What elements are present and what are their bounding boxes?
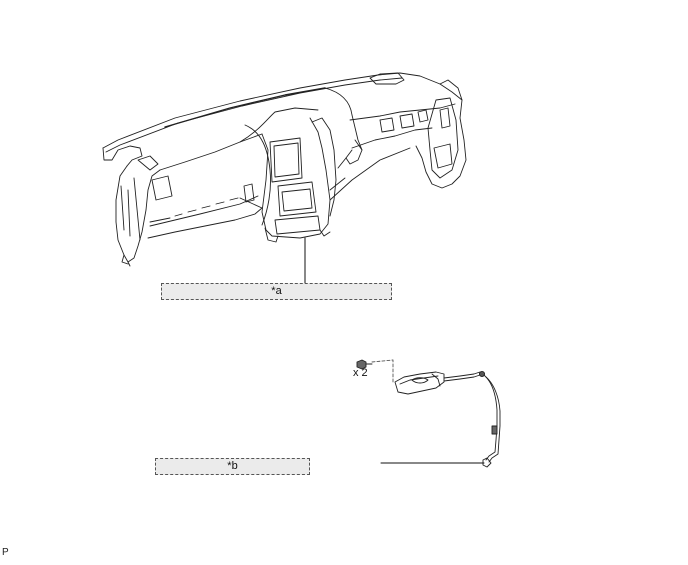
callout-box-a: *a xyxy=(161,283,392,300)
fastener-quantity-label: x 2 xyxy=(353,367,368,379)
callout-label-a: *a xyxy=(271,285,282,297)
callout-box-b: *b xyxy=(155,458,310,475)
footer-code: P xyxy=(2,547,9,558)
bolt-icon xyxy=(356,359,373,370)
instrument-panel-illustration xyxy=(102,72,467,267)
callout-label-b: *b xyxy=(227,460,238,472)
bracket-harness-illustration xyxy=(356,359,501,468)
